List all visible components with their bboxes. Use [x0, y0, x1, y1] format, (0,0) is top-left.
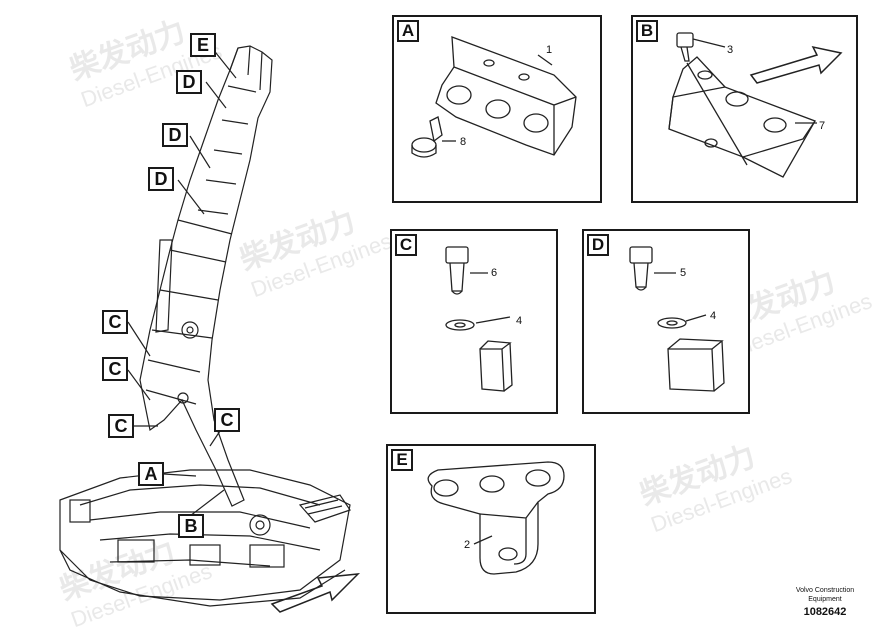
detail-panel-a: 1 8 A — [392, 15, 602, 203]
part-number-4: 4 — [516, 315, 522, 327]
plate-drawing: 2 — [427, 461, 565, 575]
caption-line: Equipment — [808, 596, 842, 603]
detail-panel-e: 2 E — [386, 444, 596, 614]
callout-c: C — [102, 357, 128, 381]
panel-label-a: A — [397, 20, 419, 42]
panel-label-e: E — [391, 449, 413, 471]
diagram-caption: Volvo Construction Equipment 1082642 — [770, 586, 880, 618]
caption-line: Volvo Construction — [795, 587, 855, 594]
part-number-6: 6 — [491, 267, 497, 279]
callout-d: D — [176, 70, 202, 94]
callout-c: C — [108, 414, 134, 438]
panel-label-c: C — [395, 234, 417, 256]
part-number-5: 5 — [680, 267, 686, 279]
callout-e: E — [190, 33, 216, 57]
callout-d: D — [148, 167, 174, 191]
callout-a: A — [138, 462, 164, 486]
bracket-drawing: 1 8 — [411, 36, 577, 158]
bolt-washer-drawing: 5 4 — [629, 246, 725, 392]
part-number-7: 7 — [819, 120, 825, 132]
callout-d: D — [162, 123, 188, 147]
callout-c: C — [214, 408, 240, 432]
part-number-8: 8 — [460, 136, 466, 148]
detail-panel-d: 5 4 D — [582, 229, 750, 414]
part-number-2: 2 — [464, 539, 470, 551]
panel-label-b: B — [636, 20, 658, 42]
part-number-4: 4 — [710, 310, 716, 322]
detail-panel-b: 3 7 B — [631, 15, 858, 203]
bolt-washer-drawing: 6 4 — [445, 246, 522, 392]
bracket-drawing: 3 7 — [668, 32, 843, 178]
detail-panel-c: 6 4 C — [390, 229, 558, 414]
part-number-3: 3 — [727, 44, 733, 56]
callout-b: B — [178, 514, 204, 538]
callout-c: C — [102, 310, 128, 334]
diagram-code: 1082642 — [803, 606, 847, 618]
panel-label-d: D — [587, 234, 609, 256]
part-number-1: 1 — [546, 44, 552, 56]
